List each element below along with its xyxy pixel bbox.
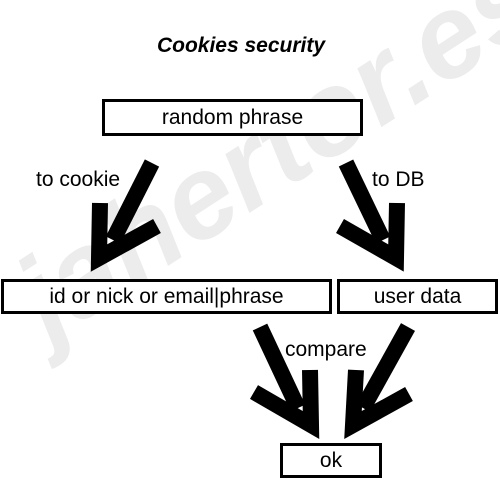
random-phrase-label: random phrase [161,105,304,129]
ok-box: ok [280,443,382,478]
ok-label: ok [319,448,343,472]
arrow-to-cookie [90,159,161,272]
edge-label-to-cookie: to cookie [36,168,121,191]
user-data-box: user data [337,279,498,314]
cookie-value-box: id or nick or email|phrase [1,279,332,314]
cookie-value-label: id or nick or email|phrase [49,284,284,308]
arrow-compare-left [249,323,320,440]
arrow-compare-right [344,323,415,440]
random-phrase-box: random phrase [102,99,363,136]
diagram-title: Cookies security [156,34,326,57]
user-data-label: user data [373,284,462,308]
edge-label-compare: compare [285,338,367,361]
edge-label-to-db: to DB [372,168,425,191]
arrow-to-db [336,159,405,272]
